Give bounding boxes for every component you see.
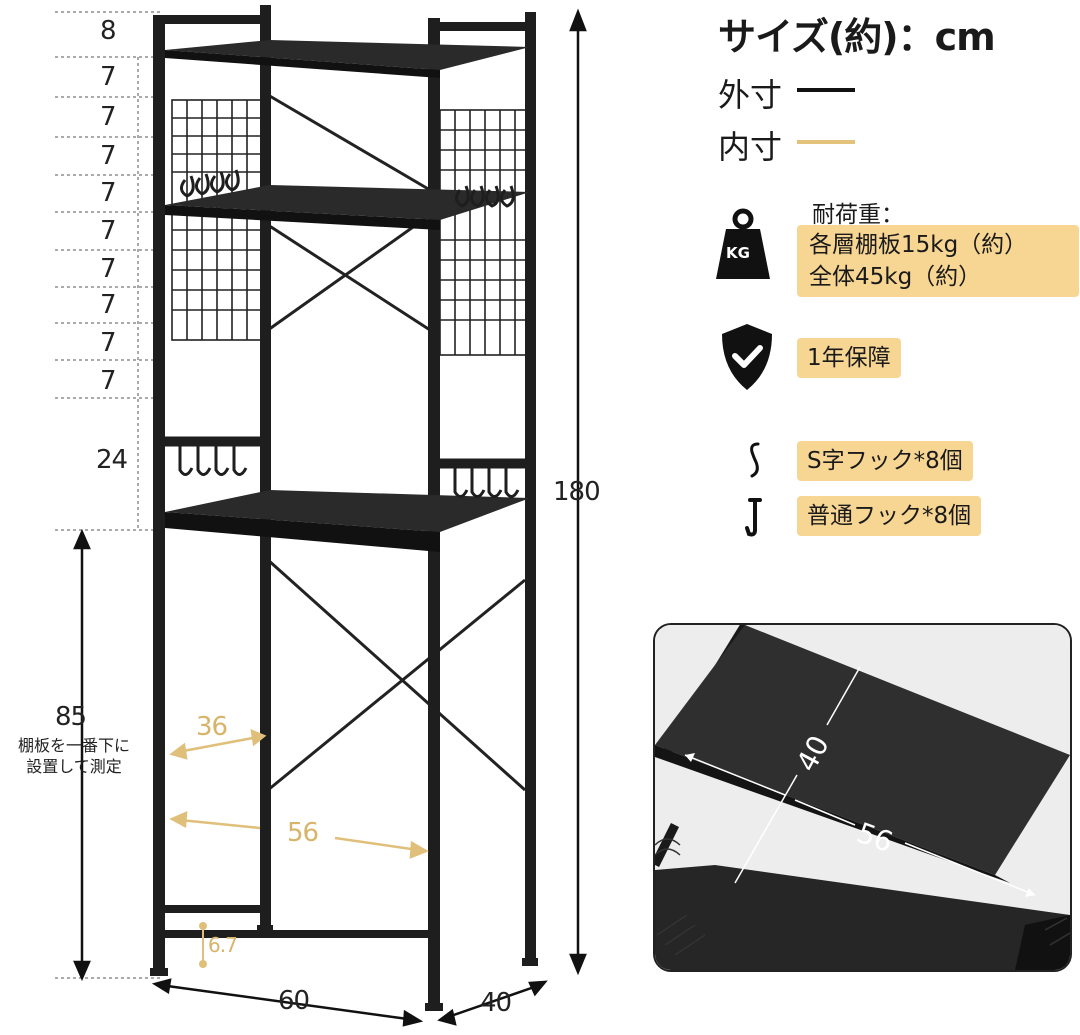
dim-foot-height: 6.7 xyxy=(208,933,238,957)
shelf-closeup-inset: 40 56 xyxy=(653,623,1072,972)
legend-outer-label: 外寸 xyxy=(718,76,783,114)
dim-grid-gap: 7 xyxy=(100,216,117,246)
legend-inner-label: 内寸 xyxy=(718,128,783,166)
dim-outer-depth: 40 xyxy=(480,988,512,1018)
warranty-badge: 1年保障 xyxy=(797,338,901,378)
dim-grid-gap: 7 xyxy=(100,141,117,171)
weight-icon-text: KG xyxy=(726,244,750,262)
s-hook-icon xyxy=(750,442,760,478)
shield-check-icon xyxy=(722,324,772,390)
shelf-illustration xyxy=(55,5,587,1027)
dim-bottom-height: 85 xyxy=(55,702,87,732)
s-hook-badge: S字フック*8個 xyxy=(797,441,973,481)
shelf-closeup-graphic xyxy=(655,625,1070,970)
normal-hook-icon xyxy=(745,498,762,537)
load-line-2: 全体45kg（約） xyxy=(809,264,982,290)
dim-inner-width: 56 xyxy=(287,818,319,848)
weight-icon xyxy=(716,208,770,279)
dim-total-height: 180 xyxy=(553,477,601,507)
dim-grid-gap: 7 xyxy=(100,178,117,208)
legend-inner-line xyxy=(797,140,855,144)
legend-outer-line xyxy=(797,88,855,92)
dim-grid-gap: 7 xyxy=(100,328,117,358)
dim-lower-gap: 24 xyxy=(96,445,128,475)
load-line-1: 各層棚板15kg（約） xyxy=(809,232,1028,258)
dim-grid-gap: 7 xyxy=(100,366,117,396)
dim-grid-gap: 7 xyxy=(100,254,117,284)
load-heading: 耐荷重： xyxy=(812,202,904,228)
dim-bottom-note: 棚板を一番下に 設置して測定 xyxy=(17,736,130,776)
load-detail-box: 各層棚板15kg（約） 全体45kg（約） xyxy=(797,225,1079,297)
dim-grid-gap: 7 xyxy=(100,62,117,92)
dim-grid-gap: 7 xyxy=(100,102,117,132)
dim-top-gap: 8 xyxy=(100,16,117,46)
dim-grid-gap: 7 xyxy=(100,290,117,320)
dim-inner-depth: 36 xyxy=(196,712,228,742)
dim-outer-width: 60 xyxy=(278,986,310,1016)
size-title: サイズ(約)：cm xyxy=(718,15,996,59)
normal-hook-badge: 普通フック*8個 xyxy=(797,496,982,536)
